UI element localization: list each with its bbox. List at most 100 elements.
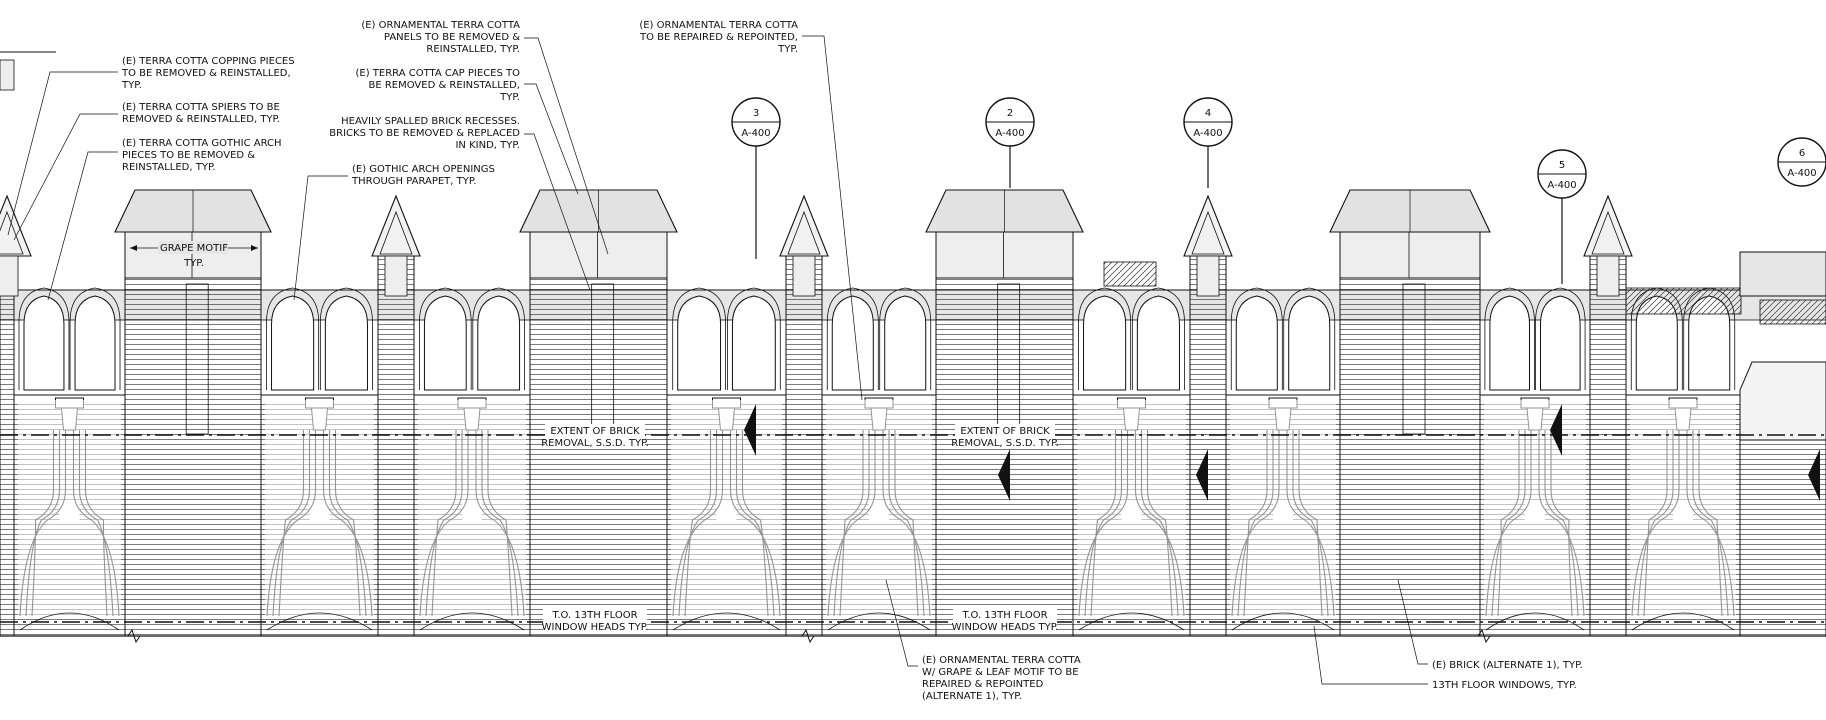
arch-surround bbox=[1283, 287, 1336, 390]
spalled-recess bbox=[1759, 299, 1826, 325]
svg-text:TYP.: TYP. bbox=[121, 80, 142, 91]
section-tag-sheet: A-400 bbox=[1787, 168, 1816, 179]
arch-surround bbox=[1131, 287, 1185, 390]
section-tag-number: 2 bbox=[1007, 108, 1013, 119]
section-tag-number: 6 bbox=[1799, 148, 1805, 159]
note-gothic-openings: (E) GOTHIC ARCH OPENINGS THROUGH PARAPET… bbox=[293, 164, 495, 301]
note-brick-alternate: (E) BRICK (ALTERNATE 1), TYP. bbox=[1397, 579, 1583, 671]
tracery-field bbox=[1230, 400, 1336, 616]
svg-text:REMOVAL, S.S.D. TYP.: REMOVAL, S.S.D. TYP. bbox=[541, 438, 649, 449]
spire-niche bbox=[0, 255, 19, 297]
spalled-recess bbox=[1625, 287, 1742, 315]
arch-opening bbox=[1136, 295, 1180, 391]
pier-panel bbox=[529, 231, 668, 279]
svg-text:GRAPE MOTIF: GRAPE MOTIF bbox=[160, 243, 228, 254]
tracery-field bbox=[418, 400, 526, 616]
svg-text:TYP.: TYP. bbox=[777, 44, 798, 55]
svg-text:IN KIND, TYP.: IN KIND, TYP. bbox=[455, 140, 520, 151]
arch-opening bbox=[1288, 295, 1331, 391]
spire-niche bbox=[1596, 255, 1620, 297]
note-spiers: (E) TERRA COTTA SPIERS TO BE REMOVED & R… bbox=[13, 102, 280, 241]
section-tag-number: 4 bbox=[1205, 108, 1211, 119]
arch-opening bbox=[1540, 295, 1581, 391]
svg-text:(E) TERRA COTTA COPPING PIECES: (E) TERRA COTTA COPPING PIECES bbox=[122, 56, 295, 67]
arch-surround bbox=[1230, 287, 1283, 390]
tracery-field bbox=[265, 400, 374, 616]
arch-opening bbox=[23, 295, 65, 391]
floor-label-2: T.O. 13TH FLOOR WINDOW HEADS TYP. bbox=[952, 607, 1058, 633]
svg-text:TO BE REMOVED & REINSTALLED,: TO BE REMOVED & REINSTALLED, bbox=[121, 68, 291, 79]
arch-opening bbox=[324, 295, 368, 391]
window-head-arc bbox=[827, 612, 931, 631]
section-cut-arrow bbox=[1808, 449, 1820, 501]
building-geometry bbox=[0, 51, 1826, 644]
spire-gable-inner bbox=[1191, 210, 1225, 255]
annotation-notes: (E) TERRA COTTA COPPING PIECES TO BE REM… bbox=[7, 20, 1583, 702]
svg-text:(ALTERNATE 1), TYP.: (ALTERNATE 1), TYP. bbox=[922, 691, 1022, 702]
section-tag-sheet: A-400 bbox=[995, 128, 1024, 139]
svg-text:13TH FLOOR WINDOWS, TYP.: 13TH FLOOR WINDOWS, TYP. bbox=[1432, 680, 1577, 691]
break-mark bbox=[801, 628, 815, 644]
section-cut-arrow bbox=[998, 449, 1010, 501]
svg-text:(E) ORNAMENTAL TERRA COTTA: (E) ORNAMENTAL TERRA COTTA bbox=[361, 20, 520, 31]
section-tag-sheet: A-400 bbox=[1547, 180, 1576, 191]
section-cut-arrow bbox=[1196, 449, 1208, 501]
note-ornamental-panels: (E) ORNAMENTAL TERRA COTTA PANELS TO BE … bbox=[361, 20, 609, 255]
spire-shaft bbox=[0, 255, 15, 637]
note-copping: (E) TERRA COTTA COPPING PIECES TO BE REM… bbox=[7, 56, 295, 236]
note-spalled-brick: HEAVILY SPALLED BRICK RECESSES. BRICKS T… bbox=[329, 116, 591, 291]
arch-opening bbox=[1489, 295, 1530, 391]
section-tag-4[interactable]: 4 A-400 bbox=[1183, 97, 1233, 188]
section-cut-arrow bbox=[1550, 404, 1562, 456]
spire-niche bbox=[1196, 255, 1220, 297]
arch-surround bbox=[18, 287, 70, 390]
section-tag-2[interactable]: 2 A-400 bbox=[985, 97, 1035, 188]
svg-text:TYP.: TYP. bbox=[499, 92, 520, 103]
arch-surround bbox=[319, 287, 373, 390]
note-cap-pieces: (E) TERRA COTTA CAP PIECES TO BE REMOVED… bbox=[355, 68, 579, 195]
window-head-arc bbox=[672, 612, 781, 631]
section-tag-5[interactable]: 5 A-400 bbox=[1537, 149, 1587, 284]
spire-shaft bbox=[1589, 255, 1627, 637]
arch-surround bbox=[1078, 287, 1132, 390]
svg-text:(E) ORNAMENTAL TERRA COTTA: (E) ORNAMENTAL TERRA COTTA bbox=[639, 20, 798, 31]
section-tag-3[interactable]: 3 A-400 bbox=[731, 97, 781, 259]
svg-text:REMOVED & REINSTALLED, TYP.: REMOVED & REINSTALLED, TYP. bbox=[122, 114, 280, 125]
svg-text:BE REMOVED & REINSTALLED,: BE REMOVED & REINSTALLED, bbox=[368, 80, 520, 91]
svg-text:HEAVILY SPALLED BRICK RECESSES: HEAVILY SPALLED BRICK RECESSES. bbox=[341, 116, 520, 127]
window-head-arc bbox=[419, 612, 525, 631]
spire-gable bbox=[1183, 194, 1233, 257]
spire-shaft bbox=[785, 255, 823, 637]
svg-text:T.O. 13TH FLOOR: T.O. 13TH FLOOR bbox=[961, 610, 1047, 621]
arch-opening bbox=[271, 295, 315, 391]
spire-gable bbox=[779, 194, 829, 257]
tracery-field bbox=[671, 400, 782, 616]
note-gothic-arch-pieces: (E) TERRA COTTA GOTHIC ARCH PIECES TO BE… bbox=[47, 138, 282, 301]
svg-text:W/ GRAPE & LEAF MOTIF TO BE: W/ GRAPE & LEAF MOTIF TO BE bbox=[922, 667, 1079, 678]
spire-gable-inner bbox=[0, 210, 24, 255]
section-tag-6[interactable]: 6 A-400 bbox=[1777, 137, 1826, 187]
svg-text:PANELS TO BE REMOVED &: PANELS TO BE REMOVED & bbox=[384, 32, 520, 43]
break-mark bbox=[127, 628, 141, 644]
arch-surround bbox=[419, 287, 472, 390]
grape-motif-label: GRAPE MOTIF TYP. bbox=[130, 241, 258, 269]
arch-surround bbox=[266, 287, 320, 390]
pier-panel bbox=[124, 231, 262, 279]
svg-text:REMOVAL, S.S.D. TYP.: REMOVAL, S.S.D. TYP. bbox=[951, 438, 1059, 449]
svg-text:PIECES TO BE REMOVED &: PIECES TO BE REMOVED & bbox=[122, 150, 255, 161]
section-tag-sheet: A-400 bbox=[741, 128, 770, 139]
svg-text:(E) GOTHIC ARCH OPENINGS: (E) GOTHIC ARCH OPENINGS bbox=[352, 164, 495, 175]
tracery-field bbox=[18, 400, 121, 616]
tracery-field bbox=[1484, 400, 1586, 616]
window-head-arc bbox=[1631, 612, 1735, 631]
arch-surround bbox=[879, 287, 932, 390]
pier-panel bbox=[1339, 231, 1481, 279]
arch-opening bbox=[1083, 295, 1127, 391]
arch-surround bbox=[472, 287, 525, 390]
svg-text:(E) TERRA COTTA GOTHIC ARCH: (E) TERRA COTTA GOTHIC ARCH bbox=[122, 138, 282, 149]
left-edge-finial bbox=[0, 59, 15, 91]
arch-opening bbox=[677, 295, 722, 391]
section-tag-number: 3 bbox=[753, 108, 759, 119]
section-tag-number: 5 bbox=[1559, 160, 1565, 171]
